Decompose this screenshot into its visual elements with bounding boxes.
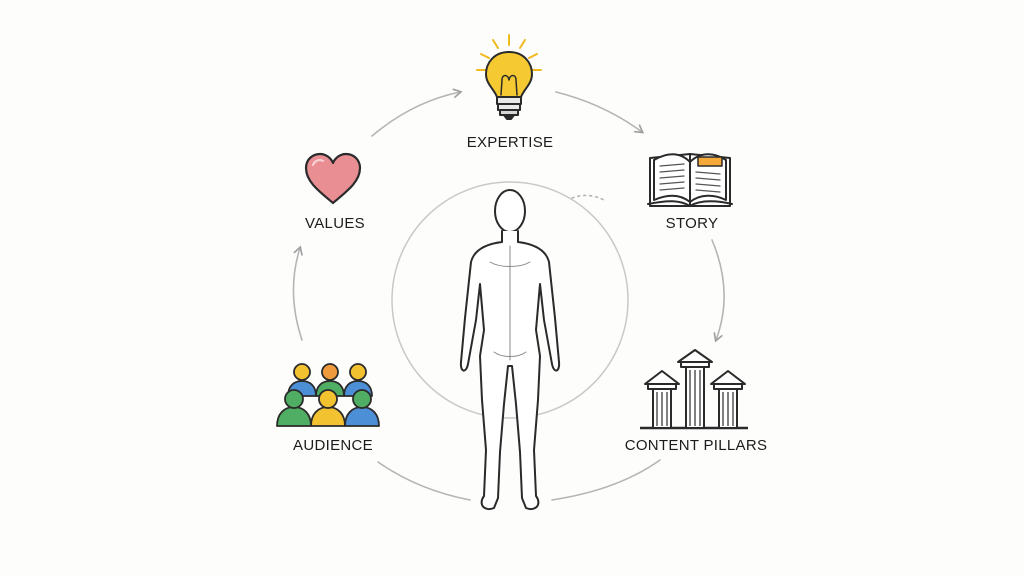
arrow-expertise-to-story bbox=[555, 91, 645, 134]
human-figure bbox=[459, 189, 561, 510]
arrow-pillars-to-figure bbox=[551, 459, 661, 501]
label-values: VALUES bbox=[305, 215, 365, 232]
label-audience: AUDIENCE bbox=[293, 437, 373, 454]
heart-icon bbox=[304, 152, 362, 205]
label-content-pillars: CONTENT PILLARS bbox=[624, 437, 768, 454]
arrow-values-to-expertise bbox=[371, 88, 463, 137]
arrow-figure-to-story bbox=[571, 194, 605, 201]
label-expertise: EXPERTISE bbox=[466, 134, 554, 151]
open-book-icon bbox=[647, 153, 733, 207]
people-group-icon bbox=[276, 363, 380, 427]
cycle-arrows bbox=[292, 88, 725, 501]
figure-head bbox=[494, 189, 526, 233]
halo-circle bbox=[391, 181, 629, 419]
arrow-audience-to-figure bbox=[377, 461, 471, 501]
label-story: STORY bbox=[665, 215, 719, 232]
pillars-icon bbox=[640, 349, 748, 430]
lightbulb-icon bbox=[476, 34, 542, 120]
arrow-audience-to-values bbox=[292, 245, 303, 341]
arrow-story-to-pillars bbox=[711, 239, 725, 343]
figure-body bbox=[459, 230, 561, 510]
